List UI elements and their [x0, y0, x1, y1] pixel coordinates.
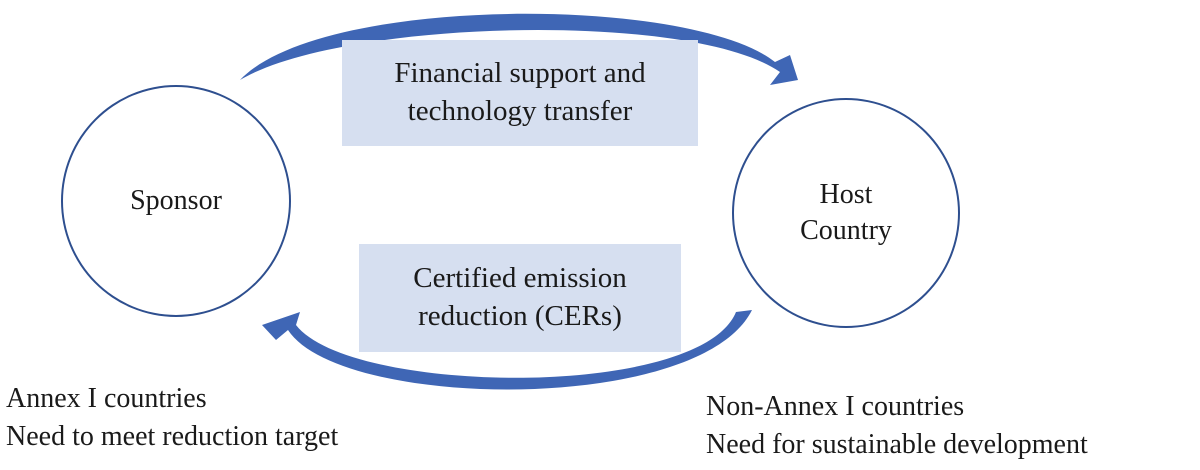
sponsor-label: Sponsor — [130, 184, 222, 216]
host-country-node: Host Country — [732, 98, 960, 328]
arrow-to-host — [240, 13, 798, 85]
sponsor-caption-line2: Need to meet reduction target — [6, 420, 339, 452]
cer-box: Certified emission reduction (CERs) — [359, 244, 681, 352]
financial-support-line1: Financial support and — [394, 57, 646, 90]
sponsor-caption-line1: Annex I countries — [6, 383, 207, 414]
host-country-label: Host Country — [766, 177, 926, 250]
host-caption-line1: Non-Annex I countries — [706, 391, 965, 422]
cer-line1: Certified emission — [413, 262, 627, 295]
host-caption: Non-Annex I countries Need for sustainab… — [706, 388, 1088, 464]
sponsor-caption: Annex I countries Need to meet reduction… — [6, 380, 338, 456]
host-label-line2: Country — [800, 215, 892, 246]
cer-line2: reduction (CERs) — [418, 300, 622, 332]
host-caption-line2: Need for sustainable development — [706, 428, 1088, 460]
sponsor-node: Sponsor — [61, 85, 291, 317]
arrow-to-sponsor — [262, 310, 752, 390]
financial-support-box: Financial support and technology transfe… — [342, 40, 698, 146]
financial-support-line2: technology transfer — [407, 95, 633, 127]
host-label-line1: Host — [819, 178, 873, 210]
